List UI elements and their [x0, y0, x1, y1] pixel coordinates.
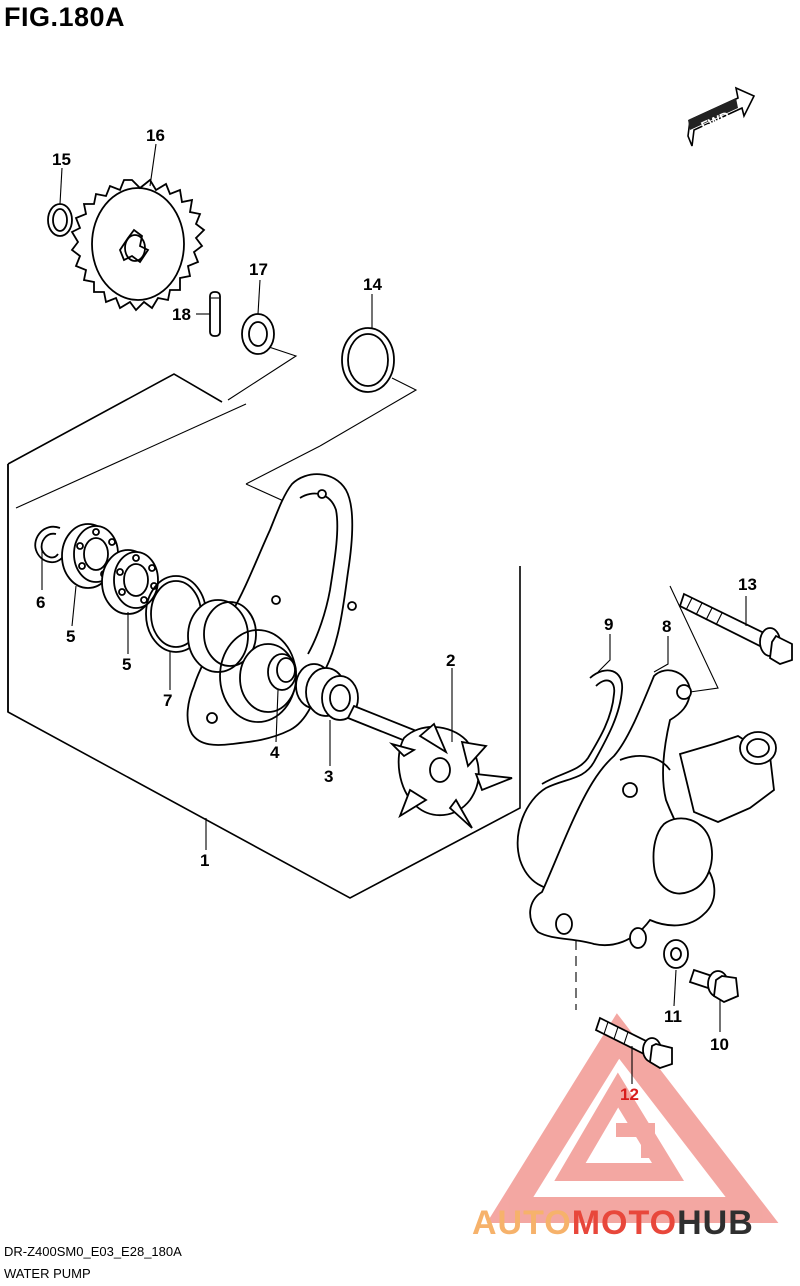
brand-part-auto: AUTO	[472, 1204, 572, 1242]
pump-cover-8	[529, 669, 777, 949]
bearing-5b	[101, 549, 159, 615]
callout-10: 10	[710, 1035, 729, 1054]
callout-9: 9	[604, 615, 613, 634]
callout-6: 6	[36, 593, 45, 612]
callout-5b: 5	[122, 655, 131, 674]
callout-8: 8	[662, 617, 671, 636]
washer-11	[663, 939, 689, 969]
callout-16: 16	[146, 126, 165, 145]
leader-lines	[41, 143, 747, 1084]
footer-diagram-code: DR-Z400SM0_E03_E28_180A	[4, 1244, 182, 1259]
callout-14: 14	[363, 275, 382, 294]
callout-12: 12	[620, 1085, 639, 1104]
callout-2: 2	[446, 651, 455, 670]
callout-13: 13	[738, 575, 757, 594]
callout-1: 1	[200, 851, 209, 870]
assembly-frame-1	[7, 341, 521, 899]
callout-3: 3	[324, 767, 333, 786]
callouts: 15 16 17 18 14 6 5 5 7 4 3 2 1 13 8 9 11…	[36, 126, 757, 1104]
brand-part-moto: MOTO	[571, 1204, 678, 1242]
gasket-9	[516, 669, 623, 891]
callout-17: 17	[249, 260, 268, 279]
figure-title: FIG.180A	[4, 2, 126, 32]
watermark-logo	[486, 1013, 779, 1223]
fwd-label: FWD	[699, 108, 732, 134]
watermark-brand-text: AUTOMOTOHUB	[472, 1204, 754, 1243]
oil-seal-4	[267, 653, 297, 691]
callout-7: 7	[163, 691, 172, 710]
pump-drive-sprocket	[70, 178, 206, 312]
drain-bolt-10	[688, 968, 739, 1004]
footer-diagram-name: WATER PUMP	[4, 1266, 91, 1281]
callout-5a: 5	[66, 627, 75, 646]
mechanical-seal-3	[295, 663, 359, 721]
circlip-6	[34, 525, 63, 564]
washer-17	[241, 313, 275, 355]
callout-18: 18	[172, 305, 191, 324]
circlip-15	[47, 203, 73, 237]
fwd-arrow-icon: FWD	[687, 86, 756, 147]
brand-part-hub: HUB	[677, 1204, 754, 1242]
bolt-13	[678, 592, 793, 665]
impeller-shaft-2	[346, 704, 513, 829]
callout-4: 4	[270, 743, 280, 762]
o-ring-14	[341, 327, 395, 393]
dowel-pin-18	[209, 291, 221, 337]
callout-15: 15	[52, 150, 71, 169]
bolt-12	[594, 1016, 673, 1069]
callout-11: 11	[664, 1007, 682, 1026]
